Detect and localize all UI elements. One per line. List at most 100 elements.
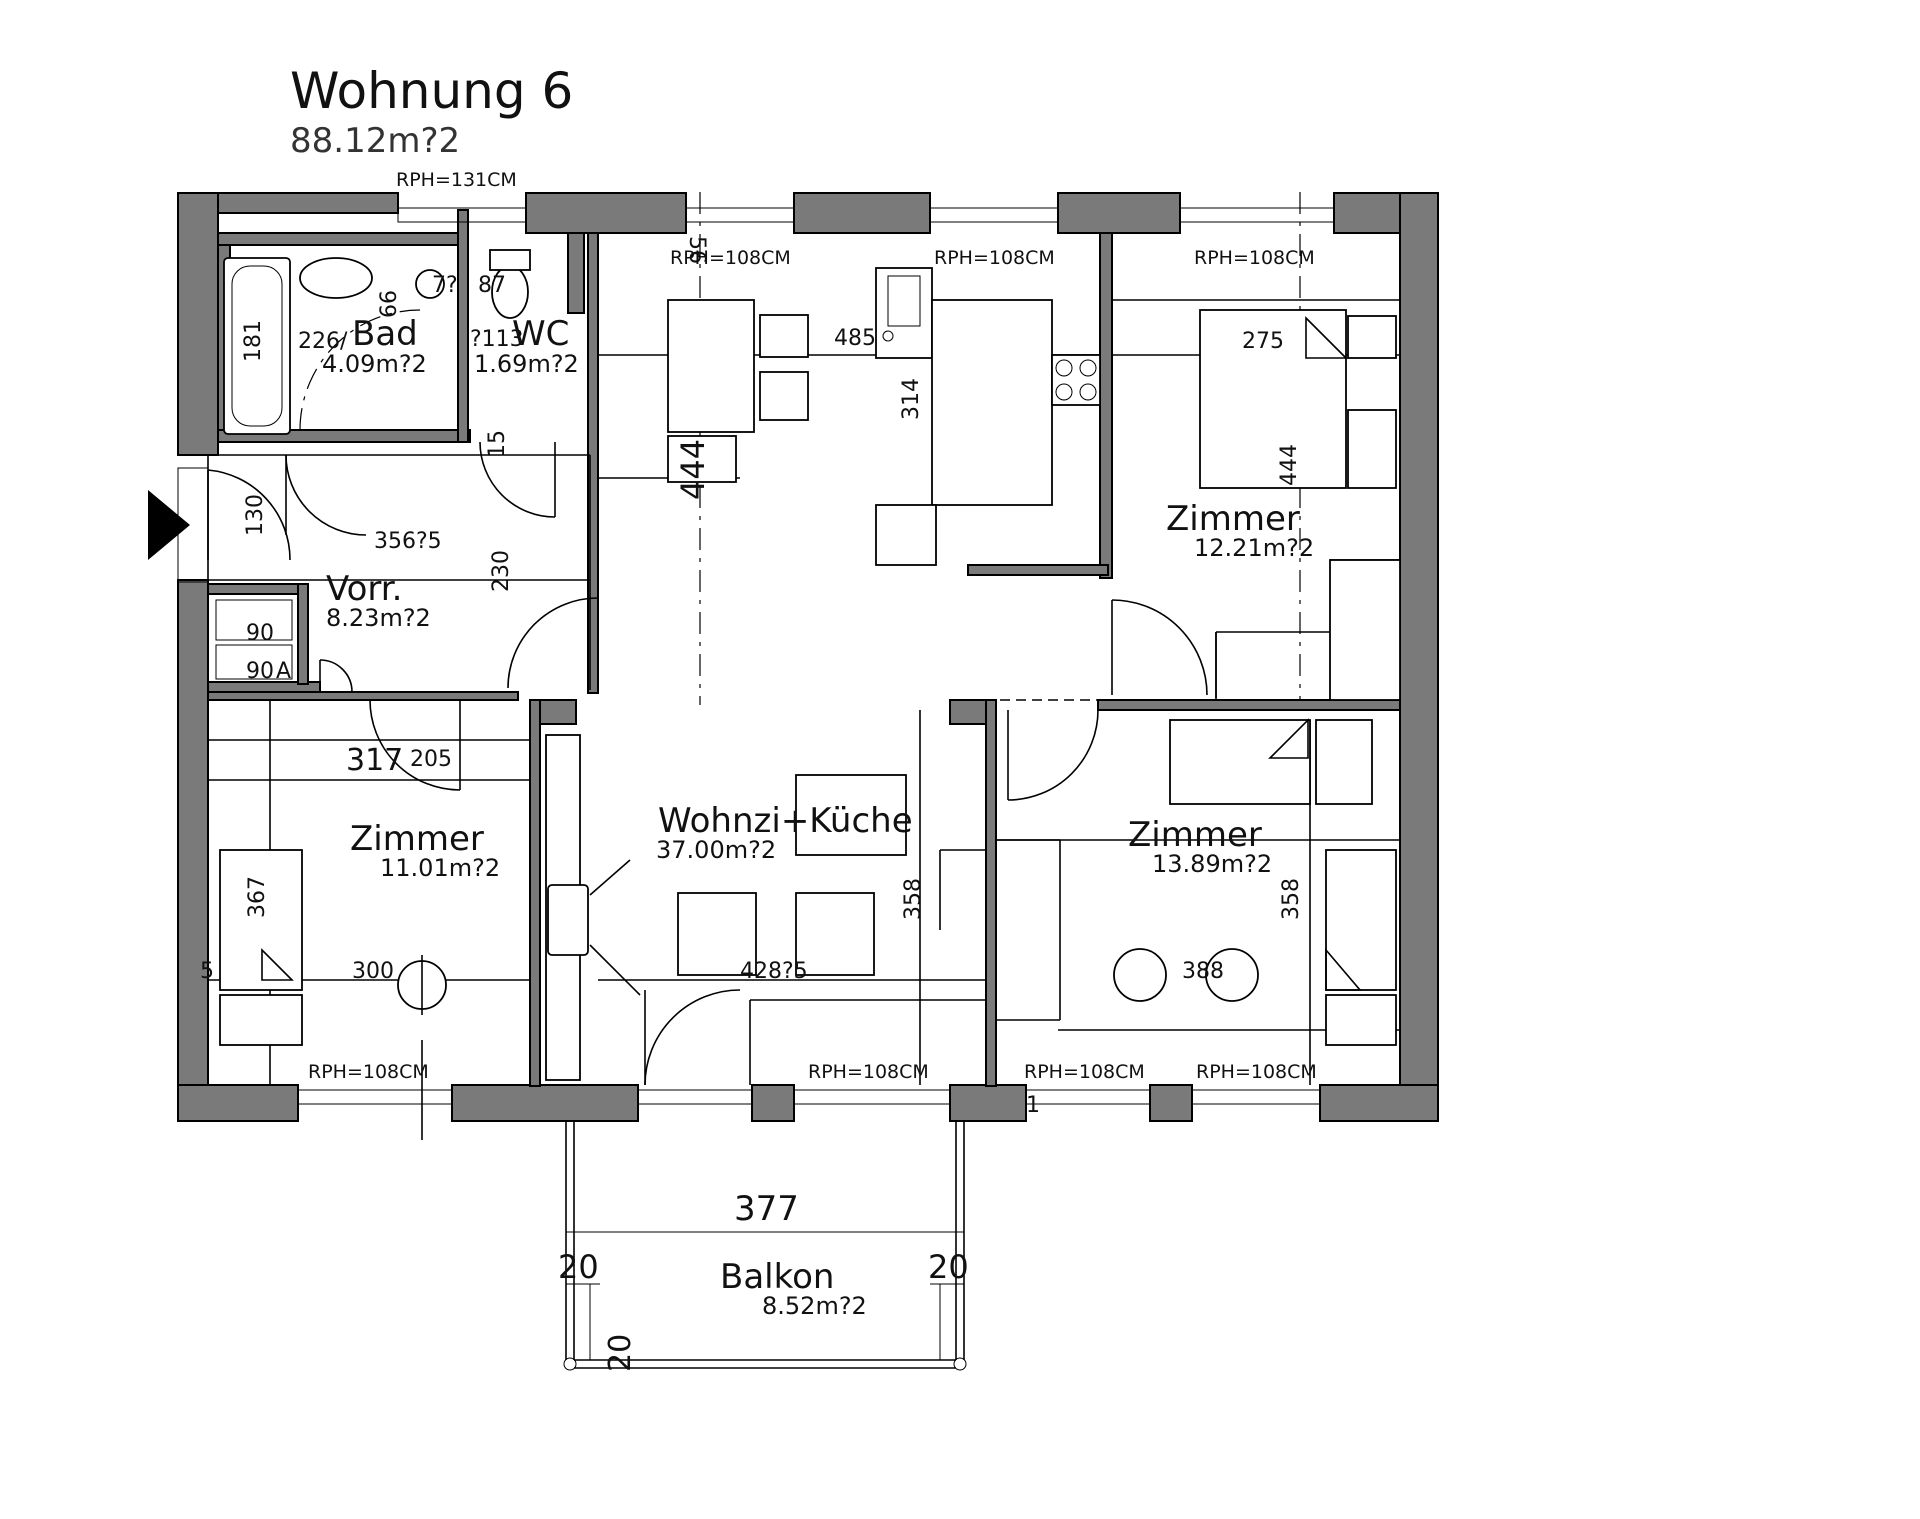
- wall-top-mid2: [793, 192, 931, 234]
- window-wohn-bottom: [793, 1089, 951, 1105]
- dim-275: 275: [1242, 329, 1284, 354]
- rph-top-wohn1: RPH=108CM: [670, 247, 791, 269]
- wall-bad-wc: [457, 209, 469, 443]
- wall-bottom-2: [451, 1084, 639, 1122]
- dim-20b: 20: [928, 1248, 969, 1286]
- wall-zimmer-sw-top: [207, 691, 519, 701]
- kitchen-island: [931, 299, 1053, 506]
- window-wohn-2: [929, 207, 1059, 223]
- room-zimmer-ne-area: 12.21m?2: [1194, 534, 1314, 562]
- rph-top-bad: RPH=131CM: [396, 169, 517, 191]
- rph-bottom-se2: RPH=108CM: [1196, 1061, 1317, 1083]
- room-balkon-area: 8.52m?2: [762, 1292, 867, 1320]
- chair-se-1: [1113, 948, 1167, 1002]
- dim-20c: 20: [603, 1334, 638, 1372]
- wall-bottom-3: [751, 1084, 795, 1122]
- window-wohn-1: [685, 207, 795, 223]
- room-balkon-name: Balkon: [720, 1257, 834, 1297]
- room-wc-area: 1.69m?2: [474, 350, 579, 378]
- dim-230: 230: [489, 550, 514, 592]
- wall-top-mid1: [525, 192, 687, 234]
- wall-left-upper: [177, 192, 219, 456]
- window-zimmer-ne: [1179, 207, 1335, 223]
- room-zimmer-se-name: Zimmer: [1128, 815, 1262, 855]
- room-bad-area: 4.09m?2: [322, 350, 427, 378]
- wall-closet-top: [207, 583, 309, 595]
- dim-1: 1: [1026, 1093, 1040, 1118]
- room-zimmer-sw-area: 11.01m?2: [380, 854, 500, 882]
- dining-table-top: [667, 299, 755, 433]
- wall-zimmer-se-top: [1097, 699, 1401, 711]
- room-wohnzi-area: 37.00m?2: [656, 836, 776, 864]
- wall-kitchen-stub: [967, 564, 1109, 576]
- room-zimmer-se-area: 13.89m?2: [1152, 850, 1272, 878]
- bed-ne: [1199, 309, 1347, 489]
- wall-top-mid3: [1057, 192, 1181, 234]
- bad-sink: [299, 257, 373, 299]
- dim-226: 226/: [298, 329, 348, 354]
- plan-total-area: 88.12m?2: [290, 121, 460, 161]
- window-balkon-door: [637, 1089, 753, 1105]
- room-zimmer-ne-name: Zimmer: [1166, 499, 1300, 539]
- entrance-arrow-icon: [148, 490, 190, 560]
- oven: [875, 504, 937, 566]
- window-se-1: [1025, 1089, 1151, 1105]
- rph-bottom-se1: RPH=108CM: [1024, 1061, 1145, 1083]
- wall-bottom-6: [1319, 1084, 1439, 1122]
- desk-se: [1169, 719, 1311, 805]
- wall-wohn-left: [587, 232, 599, 694]
- wc-tank: [489, 249, 531, 271]
- dim-428: 428?5: [740, 959, 808, 984]
- dim-377: 377: [734, 1189, 799, 1229]
- wall-bottom-1: [177, 1084, 299, 1122]
- bathtub: [223, 257, 291, 435]
- kitchen-sink: [875, 267, 933, 359]
- room-vorr-name: Vorr.: [326, 569, 402, 609]
- dim-113: ?113: [470, 327, 524, 352]
- wall-pillar-1: [539, 699, 577, 725]
- wall-zimmer-ne-left: [1099, 232, 1113, 579]
- window-zimmer-sw: [297, 1089, 453, 1105]
- rph-top-wohn2: RPH=108CM: [934, 247, 1055, 269]
- room-wohnzi-name: Wohnzi+Küche: [658, 801, 913, 841]
- wall-right: [1399, 192, 1439, 1121]
- dim-90a: 90: [246, 621, 274, 646]
- dim-a: A: [276, 659, 291, 684]
- room-wc-name: WC: [512, 314, 569, 354]
- dim-358b: 358: [1279, 878, 1304, 920]
- stove: [1051, 354, 1101, 406]
- wall-bad-top: [217, 232, 459, 246]
- room-bad-name: Bad: [352, 314, 418, 354]
- fixtures: [148, 249, 1401, 1140]
- wall-pillar-2: [949, 699, 987, 725]
- wall-bottom-4: [949, 1084, 1027, 1122]
- bed-sw: [219, 849, 303, 991]
- bed-se: [1325, 849, 1397, 991]
- dim-485: 485: [834, 326, 876, 351]
- wall-zimmer-se-left: [985, 699, 997, 1087]
- dim-205: 205: [410, 747, 452, 772]
- chair-se-2: [1205, 948, 1259, 1002]
- dim-130: 130: [243, 494, 268, 536]
- dim-300: 300: [352, 959, 394, 984]
- wall-left-lower: [177, 579, 209, 1121]
- dim-317: 317: [346, 743, 403, 778]
- dim-87: 87: [478, 273, 506, 298]
- dim-7-5: 7?: [432, 273, 458, 298]
- wall-closet-right: [297, 583, 309, 685]
- windows: [297, 207, 1335, 1105]
- wall-zimmer-sw-right: [529, 699, 541, 1087]
- dim-367: 367: [245, 876, 270, 918]
- dim-388: 388: [1182, 959, 1224, 984]
- dim-20a: 20: [558, 1248, 599, 1286]
- room-zimmer-sw-name: Zimmer: [350, 819, 484, 859]
- balkon: [563, 1121, 967, 1371]
- dim-56: 56: [684, 236, 709, 264]
- rph-bottom-wohn: RPH=108CM: [808, 1061, 929, 1083]
- dim-356: 356?5: [374, 529, 442, 554]
- wall-bottom-5: [1149, 1084, 1193, 1122]
- wall-wc-right-stub: [567, 232, 585, 314]
- dim-314: 314: [899, 378, 924, 420]
- dim-358a: 358: [901, 878, 926, 920]
